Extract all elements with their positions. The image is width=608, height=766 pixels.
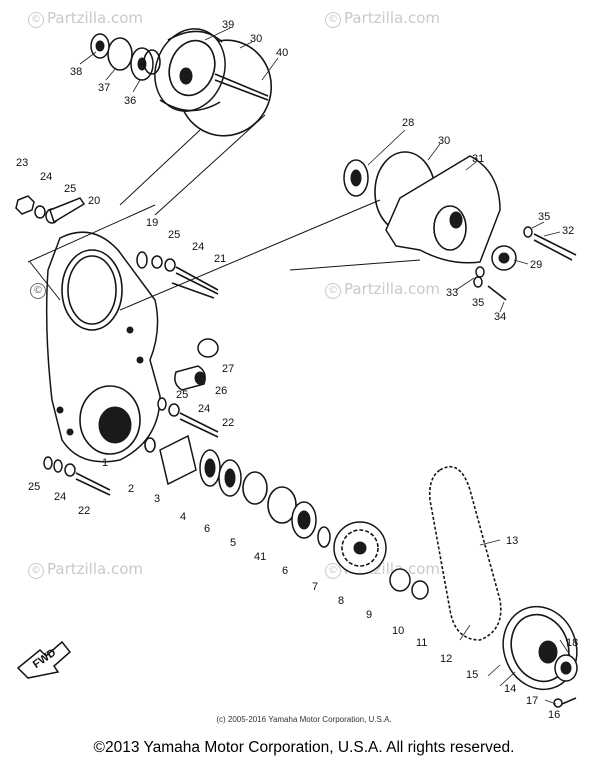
part-number: 37 [98, 82, 110, 94]
part-number: 8 [338, 595, 344, 607]
fwd-arrow: FWD [16, 640, 72, 679]
part-number: 25 [64, 183, 76, 195]
part-number: 12 [440, 653, 452, 665]
part-number: 11 [416, 637, 427, 649]
leader-lines [79, 27, 571, 705]
part-number: 4 [180, 511, 186, 523]
copyright-notice: ©2013 Yamaha Motor Corporation, U.S.A. A… [93, 739, 515, 756]
lower-fasteners [43, 456, 111, 496]
bearing-housing [289, 151, 577, 301]
part-number: 27 [222, 363, 234, 375]
part-number: 24 [198, 403, 210, 415]
part-number: 33 [446, 287, 458, 299]
top-cover-assembly [90, 28, 273, 216]
copyright-small: (c) 2005-2016 Yamaha Motor Corporation, … [216, 715, 392, 724]
part-number: 15 [466, 669, 478, 681]
drive-chain [428, 465, 502, 641]
part-number: 22 [222, 417, 234, 429]
part-number: 7 [312, 581, 318, 593]
exploded-view-diagram: FWD 39 30 [15, 19, 578, 720]
part-number: 38 [70, 66, 82, 78]
part-number: 3 [154, 493, 160, 505]
part-number: 25 [176, 389, 188, 401]
part-number: 39 [222, 19, 234, 31]
part-number: 41 [254, 551, 266, 563]
driven-sprocket [502, 605, 578, 708]
part-number: 19 [146, 217, 158, 229]
watermark: ©Partzilla.com [28, 560, 143, 579]
part-number: 23 [16, 157, 28, 169]
part-number: 29 [530, 259, 542, 271]
watermark: ©Partzilla.com [325, 9, 440, 28]
part-number: 22 [78, 505, 90, 517]
part-number: 13 [506, 535, 518, 547]
part-number: 16 [548, 709, 560, 720]
part-number: 14 [504, 683, 516, 695]
part-number: 24 [40, 171, 52, 183]
part-number-labels: 39 30 40 38 37 36 28 30 31 23 24 25 20 1… [16, 19, 578, 720]
part-number: 1 [102, 457, 108, 469]
part-number: 21 [214, 253, 226, 265]
part-number: 26 [215, 385, 227, 397]
part-number: 6 [204, 523, 210, 535]
part-number: 6 [282, 565, 288, 577]
part-number: 35 [472, 297, 484, 309]
part-number: 28 [402, 117, 414, 129]
mount-bushing [157, 338, 219, 438]
part-number: 40 [276, 47, 288, 59]
part-number: 10 [392, 625, 404, 637]
part-number: 34 [494, 311, 506, 323]
part-number: 25 [168, 229, 180, 241]
part-number: 31 [472, 153, 484, 165]
part-number: 35 [538, 211, 550, 223]
upper-fasteners [15, 195, 219, 299]
watermark: ©Partzilla.com [28, 9, 143, 28]
part-number: 9 [366, 609, 372, 621]
part-number: 25 [28, 481, 40, 493]
part-number: 17 [526, 695, 538, 707]
chaincase-cover [27, 199, 381, 463]
part-number: 30 [250, 33, 262, 45]
part-number: 32 [562, 225, 574, 237]
part-number: 24 [192, 241, 204, 253]
watermark: ©Partzilla.com [325, 280, 440, 299]
part-number: 36 [124, 95, 136, 107]
drive-shaft-stack [144, 434, 429, 600]
part-number: 30 [438, 135, 450, 147]
part-number: 24 [54, 491, 66, 503]
part-number: 2 [128, 483, 134, 495]
part-number: 20 [88, 195, 100, 207]
part-number: 18 [566, 637, 578, 649]
part-number: 5 [230, 537, 236, 549]
